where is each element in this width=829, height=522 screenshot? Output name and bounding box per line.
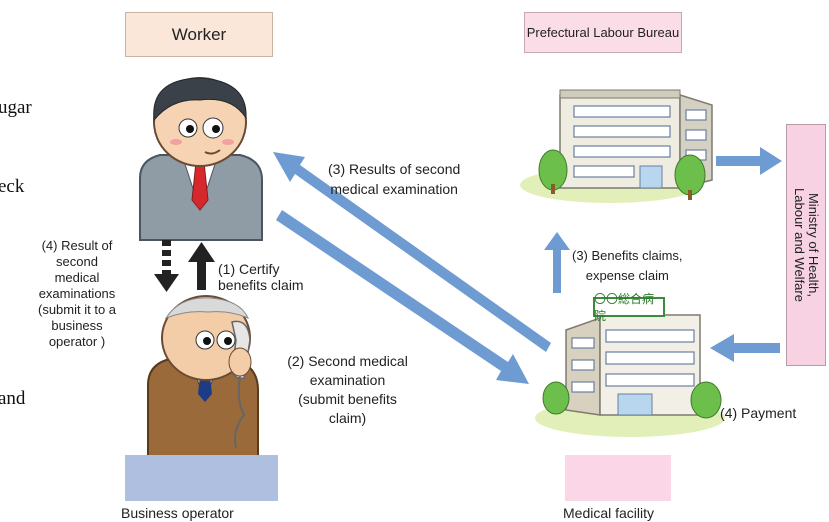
business-operator-figure-icon bbox=[147, 295, 259, 457]
arrow-hospital-to-bureau bbox=[544, 232, 570, 293]
labour-bureau-box: Prefectural Labour Bureau bbox=[524, 12, 682, 53]
worker-figure-icon bbox=[139, 77, 263, 241]
business-operator-box bbox=[125, 455, 278, 501]
arrow-ministry-to-hospital bbox=[710, 334, 780, 362]
arrow-to-worker bbox=[273, 152, 551, 352]
step-benefits-claims-label: (3) Benefits claims, expense claim bbox=[572, 248, 683, 283]
arrow-to-hospital bbox=[276, 210, 529, 384]
arrow-bureau-to-ministry bbox=[716, 147, 782, 175]
worker-operator-arrows bbox=[154, 240, 215, 292]
cropped-text-2: eck bbox=[0, 176, 25, 197]
ministry-label: Ministry of Health, Labour and Welfare bbox=[792, 188, 822, 302]
solid-up-arrow-icon bbox=[188, 242, 215, 290]
business-operator-label: Business operator bbox=[121, 505, 234, 521]
step-certify-label: (1) Certify benefits claim bbox=[218, 261, 304, 293]
cropped-text-3: and bbox=[0, 388, 26, 409]
step-result-of-second-label: (4) Result of second medical examination… bbox=[37, 238, 117, 349]
cropped-text-1: ugar bbox=[0, 97, 32, 118]
medical-facility-box bbox=[565, 455, 671, 501]
step-payment-label: (4) Payment bbox=[720, 405, 797, 421]
step-second-exam-label: (2) Second medical examination (submit b… bbox=[287, 353, 408, 426]
flow-arrows bbox=[273, 147, 782, 384]
bureau-building-icon bbox=[538, 89, 713, 200]
step-results-label: (3) Results of second medical examinatio… bbox=[328, 161, 461, 197]
hospital-building-icon bbox=[542, 297, 722, 419]
dashed-down-arrow-icon bbox=[154, 240, 179, 292]
worker-box: Worker bbox=[125, 12, 273, 57]
hospital-sign: 〇〇総合病院 bbox=[594, 292, 655, 323]
medical-facility-label: Medical facility bbox=[563, 505, 655, 521]
ministry-box: Ministry of Health, Labour and Welfare bbox=[786, 124, 826, 366]
